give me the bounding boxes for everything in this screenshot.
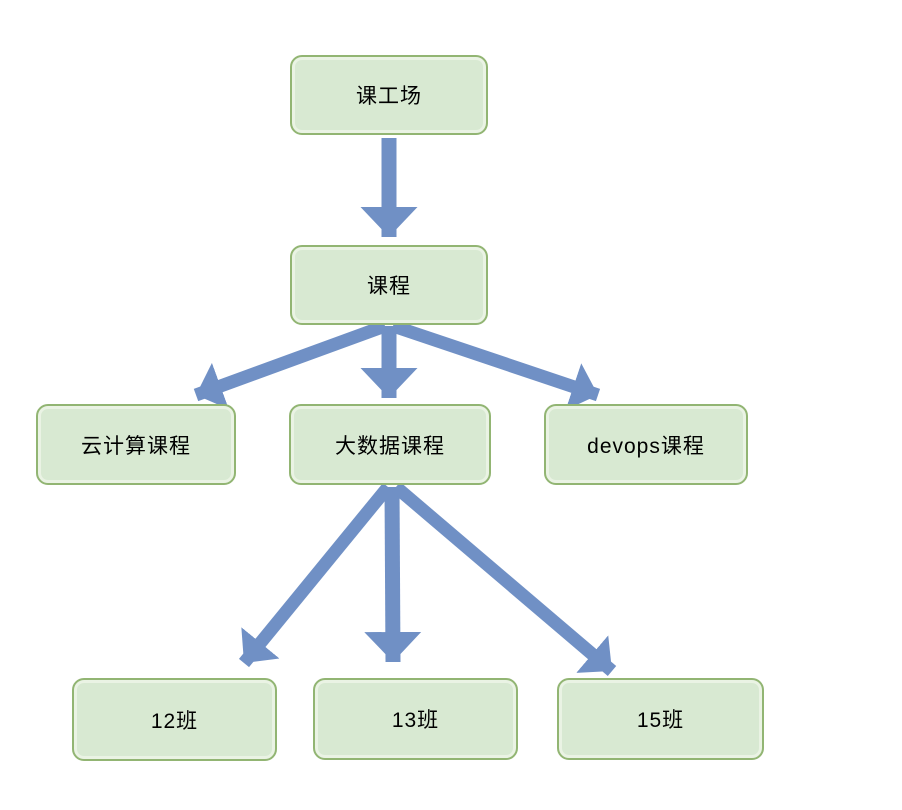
node-label: 课程 — [367, 275, 411, 298]
connector-dashuju-kecheng-to-ban-15[interactable] — [391, 482, 617, 676]
node-ban-12[interactable]: 12班 — [72, 678, 277, 761]
node-label: 云计算课程 — [81, 434, 191, 458]
connector-kecheng-to-yunjisuan-kecheng[interactable] — [193, 319, 388, 410]
node-label: 12班 — [150, 709, 199, 733]
connector-kecheng-to-devops-kecheng[interactable] — [390, 319, 601, 411]
node-label: 13班 — [391, 709, 440, 732]
node-kegongchang[interactable]: 课工场 — [290, 55, 488, 135]
node-devops-kecheng[interactable]: devops课程 — [544, 404, 748, 485]
node-label: 课工场 — [356, 85, 422, 108]
node-label: devops课程 — [587, 434, 705, 458]
node-ban-13[interactable]: 13班 — [313, 678, 518, 760]
node-label: 15班 — [636, 709, 685, 732]
node-dashuju-kecheng[interactable]: 大数据课程 — [289, 404, 491, 485]
connector-dashuju-kecheng-to-ban-12[interactable] — [238, 482, 394, 668]
node-ban-15[interactable]: 15班 — [557, 678, 764, 760]
node-label: 大数据课程 — [335, 434, 445, 458]
node-kecheng[interactable]: 课程 — [290, 245, 488, 325]
node-yunjisuan-kecheng[interactable]: 云计算课程 — [36, 404, 236, 485]
connector-dashuju-kecheng-to-ban-13[interactable] — [364, 486, 422, 663]
